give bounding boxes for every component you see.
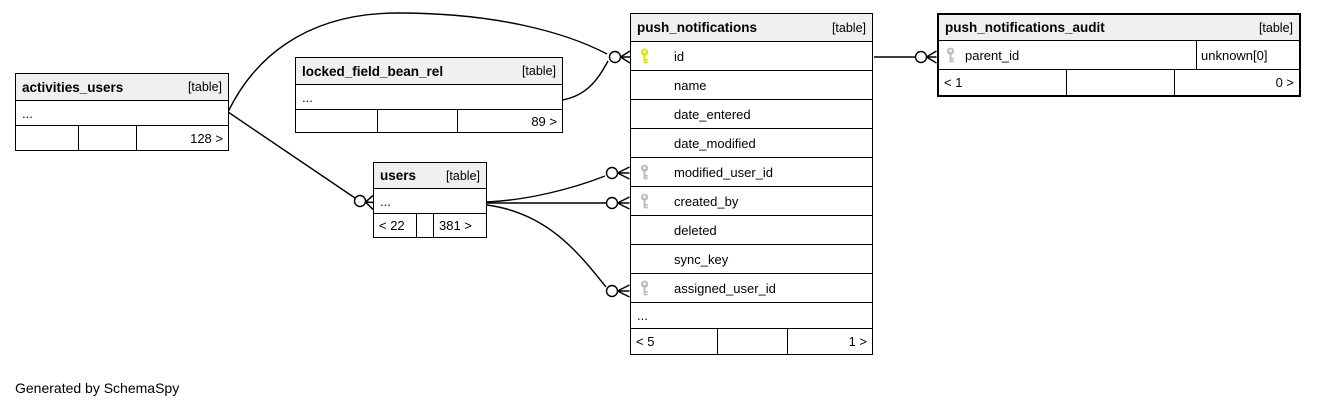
column-name: assigned_user_id: [674, 280, 776, 296]
column-name: name: [674, 77, 707, 93]
relationship-circle: [605, 284, 619, 298]
column-name: sync_key: [674, 251, 729, 267]
column-row-id[interactable]: id: [631, 42, 872, 71]
column-name: modified_user_id: [674, 164, 774, 180]
ellipsis-row: ...: [631, 303, 872, 329]
table-tag: [table]: [187, 80, 222, 94]
table-footer: 89 >: [296, 110, 562, 132]
relationship-circle: [605, 196, 619, 210]
table-title: activities_users: [22, 79, 124, 95]
crowfoot-icon: [364, 194, 374, 211]
column-row-modified_user_id[interactable]: modified_user_id: [631, 158, 872, 187]
column-name: created_by: [674, 193, 739, 209]
table-users[interactable]: users [table] ... < 22 381 >: [373, 162, 487, 238]
footer-children-count: 128 >: [136, 126, 228, 150]
ellipsis-row: ...: [16, 101, 228, 126]
generated-by-note: Generated by SchemaSpy: [15, 380, 180, 396]
table-push_notifications[interactable]: push_notifications [table] id name date_…: [630, 13, 873, 355]
foreign-key-icon: [946, 47, 955, 62]
table-tag: [table]: [521, 64, 556, 78]
table-footer: 128 >: [16, 126, 228, 150]
table-header[interactable]: locked_field_bean_rel [table]: [296, 58, 562, 85]
relationship-line: [486, 204, 607, 288]
relationship-circle: [353, 194, 367, 208]
crowfoot-icon: [617, 166, 630, 180]
relationship-circle: [605, 166, 619, 180]
foreign-key-icon: [640, 280, 649, 295]
table-header[interactable]: activities_users [table]: [16, 74, 228, 101]
column-row-parent_id[interactable]: parent_id unknown[0]: [939, 41, 1299, 70]
crowfoot-icon: [926, 50, 937, 64]
table-header[interactable]: users [table]: [374, 163, 486, 189]
footer-parents-count: < 22: [379, 218, 405, 233]
ellipsis-row: ...: [296, 85, 562, 110]
footer-cell: [377, 110, 457, 132]
primary-key-icon: [640, 48, 649, 63]
key-slot: [639, 48, 674, 65]
key-slot: [639, 193, 674, 210]
column-name: parent_id: [965, 47, 1020, 63]
relationship-line: [227, 12, 608, 113]
column-row-deleted[interactable]: deleted: [631, 216, 872, 245]
table-title: locked_field_bean_rel: [302, 63, 444, 79]
table-push_notifications_audit[interactable]: push_notifications_audit [table] parent_…: [937, 13, 1301, 97]
column-name: id: [674, 48, 685, 64]
foreign-key-icon: [640, 164, 649, 179]
table-tag: [table]: [831, 20, 866, 35]
column-type: unknown[0]: [1196, 41, 1299, 69]
footer-parents-count: < 5: [636, 334, 655, 349]
footer-parents-count: < 1: [944, 75, 963, 90]
relationship-line: [227, 111, 356, 199]
key-slot: [639, 164, 674, 181]
table-footer: < 22 381 >: [374, 214, 486, 237]
crowfoot-icon: [620, 50, 631, 64]
footer-children-count: 0 >: [1174, 70, 1299, 95]
table-footer: < 1 0 >: [939, 70, 1299, 95]
footer-cell: [1066, 70, 1174, 95]
table-title: push_notifications_audit: [945, 20, 1105, 35]
relationship-circle: [914, 50, 928, 64]
footer-children-count: 1 >: [787, 329, 872, 354]
crowfoot-icon: [617, 196, 630, 210]
footer-cell: [717, 329, 787, 354]
column-name: date_entered: [674, 106, 751, 122]
foreign-key-icon: [640, 193, 649, 208]
column-name: date_modified: [674, 135, 756, 151]
footer-cell: [16, 126, 78, 150]
key-slot: [945, 47, 965, 64]
column-name: deleted: [674, 222, 717, 238]
footer-cell: [78, 126, 136, 150]
column-row-created_by[interactable]: created_by: [631, 187, 872, 216]
footer-children-count: 381 >: [433, 214, 486, 237]
column-name-cell: parent_id: [939, 41, 1196, 69]
table-header[interactable]: push_notifications_audit [table]: [939, 15, 1299, 41]
column-row-date_entered[interactable]: date_entered: [631, 100, 872, 129]
key-slot: [639, 280, 674, 297]
table-footer: < 5 1 >: [631, 329, 872, 354]
column-row-date_modified[interactable]: date_modified: [631, 129, 872, 158]
crowfoot-icon: [617, 284, 630, 298]
footer-children-count: 89 >: [457, 110, 562, 132]
relationship-line: [561, 60, 609, 101]
footer-cell: [296, 110, 377, 132]
column-row-sync_key[interactable]: sync_key: [631, 245, 872, 274]
table-title: users: [380, 168, 417, 183]
column-row-name[interactable]: name: [631, 71, 872, 100]
table-header[interactable]: push_notifications [table]: [631, 14, 872, 42]
table-tag: [table]: [445, 168, 480, 183]
table-locked_field_bean_rel[interactable]: locked_field_bean_rel [table] ... 89 >: [295, 57, 563, 133]
table-tag: [table]: [1258, 20, 1293, 35]
relationship-circle: [608, 50, 622, 64]
relationship-line: [486, 175, 606, 203]
ellipsis-row: ...: [374, 189, 486, 214]
column-row-assigned_user_id[interactable]: assigned_user_id: [631, 274, 872, 303]
table-activities_users[interactable]: activities_users [table] ... 128 >: [15, 73, 229, 151]
table-title: push_notifications: [637, 20, 758, 35]
footer-cell: [416, 214, 433, 237]
